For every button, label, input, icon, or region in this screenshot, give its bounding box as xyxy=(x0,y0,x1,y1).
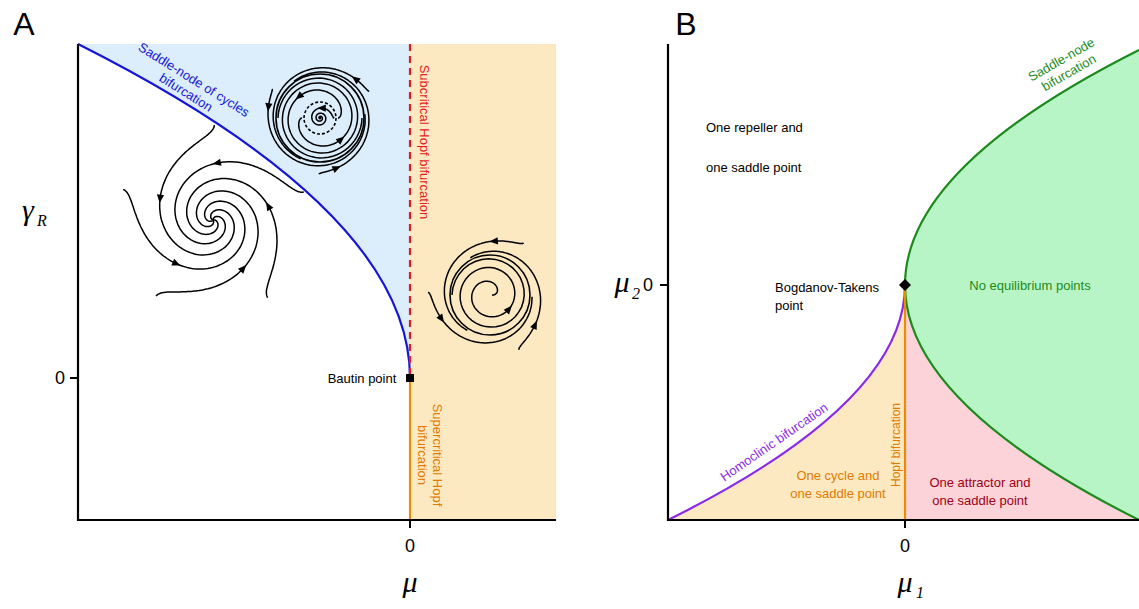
trajectory xyxy=(268,89,365,166)
trajectory-arrow xyxy=(171,259,180,266)
point-label: Bogdanov-Takens point xyxy=(775,279,895,315)
region-fill xyxy=(905,50,1139,520)
axis-label: γ xyxy=(22,194,34,226)
tick xyxy=(660,284,668,286)
region-label: One cycle and one saddle point xyxy=(786,467,890,503)
curve-label: Subcritical Hopf bifurcation xyxy=(417,65,432,220)
tick-label: 0 xyxy=(900,536,910,556)
bifurcation-curve xyxy=(668,285,905,520)
point-label: Bautin point xyxy=(328,371,397,386)
region-fill xyxy=(668,285,905,520)
trajectory xyxy=(123,189,245,269)
axis-subscript: R xyxy=(37,212,47,230)
phase-portraits xyxy=(123,68,540,350)
trajectory xyxy=(273,68,369,159)
region-label: One attractor and one saddle point xyxy=(924,474,1036,510)
bogdanov-takens-marker xyxy=(899,279,911,291)
trajectory-arrow xyxy=(489,237,498,244)
trajectory-arrow xyxy=(213,159,222,166)
limit-cycle xyxy=(450,255,530,335)
trajectory-arrow xyxy=(265,103,272,112)
axis-label: μ xyxy=(614,266,629,298)
axis-subscript: 2 xyxy=(632,285,640,303)
tick xyxy=(904,520,906,528)
trajectory xyxy=(452,259,524,327)
trajectory-arrow xyxy=(296,91,305,99)
curve-label: Supercritical Hopf bifurcation xyxy=(415,398,445,513)
curve-label: Saddle-node of cycles bifurcation xyxy=(118,34,261,139)
trajectory xyxy=(470,251,540,350)
region-fill xyxy=(905,285,1139,520)
region-label: One repeller and one saddle point xyxy=(706,108,824,188)
trajectory xyxy=(428,292,532,343)
bifurcation-line xyxy=(409,378,411,520)
tick xyxy=(409,520,411,528)
trajectory xyxy=(282,83,362,158)
equilibrium-point xyxy=(319,117,322,120)
tick-label: 0 xyxy=(55,368,65,388)
trajectory-arrow xyxy=(436,314,444,323)
trajectory xyxy=(156,191,258,296)
trajectory-arrow xyxy=(317,105,325,112)
axis-label: μ xyxy=(897,566,912,598)
trajectory-arrow xyxy=(530,321,537,330)
trajectory-arrow xyxy=(238,265,246,274)
trajectory xyxy=(160,125,235,255)
trajectory-arrow xyxy=(336,137,345,145)
panel-letter: A xyxy=(13,6,34,42)
curve-label: Saddle-node bifurcation xyxy=(1019,31,1112,102)
region-fill xyxy=(78,44,410,378)
trajectory-arrow xyxy=(504,306,512,315)
panel-letter: B xyxy=(675,6,696,42)
bautin-point-marker xyxy=(406,374,414,382)
bifurcation-curve xyxy=(905,50,1139,520)
region-label: No equilibrium points xyxy=(969,278,1090,293)
axis-label: μ xyxy=(402,566,417,598)
region-fill xyxy=(410,44,556,520)
limit-cycle xyxy=(276,74,364,162)
bifurcation-curve xyxy=(78,44,410,378)
tick-label: 0 xyxy=(643,275,653,295)
bifurcation-line xyxy=(904,285,906,520)
trajectory xyxy=(187,179,277,298)
bifurcation-line xyxy=(409,44,411,378)
curve-label: Hopf bifurcation xyxy=(889,403,903,487)
trajectory-arrow xyxy=(332,166,341,173)
trajectory-arrow xyxy=(352,76,361,84)
limit-cycle xyxy=(304,102,336,134)
axis xyxy=(668,44,1139,520)
tick xyxy=(70,377,78,379)
trajectory xyxy=(312,108,334,125)
trajectory-arrow xyxy=(157,194,164,203)
trajectory xyxy=(175,162,304,244)
trajectory-arrow xyxy=(266,202,273,211)
axis-subscript: 1 xyxy=(916,584,924,602)
axis xyxy=(78,44,556,520)
trajectory xyxy=(294,72,369,174)
tick-label: 0 xyxy=(405,536,415,556)
